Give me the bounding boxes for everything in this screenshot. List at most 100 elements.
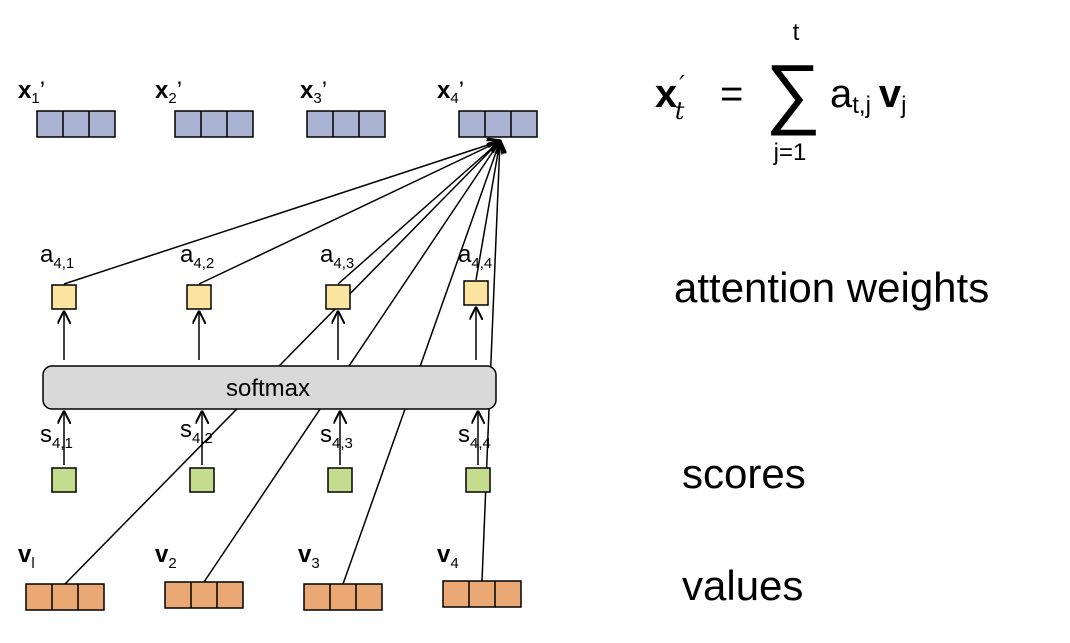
weight-a42-sub: 4,2 bbox=[193, 255, 214, 272]
formula-upper-limit: t bbox=[793, 19, 800, 46]
weight-a44: a4,4 bbox=[458, 241, 492, 360]
weight-a42-to-x4-line bbox=[198, 141, 500, 285]
score-s44-box bbox=[465, 467, 491, 493]
svg-text:x2’: x2’ bbox=[155, 77, 182, 107]
value-v2: v2 bbox=[155, 541, 244, 609]
connection-lines bbox=[63, 141, 500, 585]
score-s43-name: s bbox=[320, 421, 332, 448]
value-v4-to-x4-line bbox=[481, 141, 500, 582]
value-v4: v4 bbox=[437, 541, 522, 608]
value-v3-to-x4-line bbox=[342, 141, 500, 585]
score-s44: s4,4 bbox=[458, 412, 491, 493]
attention-weights-label: attention weights bbox=[674, 264, 989, 311]
formula-lhs-prime: ′ bbox=[679, 71, 685, 99]
output-x3: x3’ bbox=[300, 77, 386, 138]
output-x4-prime: ’ bbox=[459, 77, 464, 104]
score-s41-sub: 4,1 bbox=[52, 435, 73, 452]
value-v3-name: v bbox=[298, 541, 312, 568]
weight-a43-sub: 4,3 bbox=[333, 255, 354, 272]
svg-text:x4’: x4’ bbox=[437, 77, 464, 107]
score-nodes: s4,1 s4,2 s4,3 s4,4 bbox=[40, 412, 491, 493]
weight-a42-name: a bbox=[180, 241, 194, 268]
output-x2-sub: 2 bbox=[168, 90, 176, 107]
score-s44-sub: 4,4 bbox=[470, 435, 491, 452]
svg-text:s4,2: s4,2 bbox=[180, 416, 213, 447]
value-v3-sub: 3 bbox=[311, 555, 319, 572]
value-v1-name: v bbox=[18, 541, 32, 568]
output-x2-prime: ’ bbox=[177, 77, 182, 104]
output-x4-name: x bbox=[437, 77, 451, 104]
svg-text:a4,3: a4,3 bbox=[320, 241, 354, 272]
weight-a41: a4,1 bbox=[40, 241, 77, 360]
svg-text:x′t: x′t bbox=[655, 71, 685, 125]
weight-a41-sub: 4,1 bbox=[53, 255, 74, 272]
svg-text:s4,4: s4,4 bbox=[458, 421, 491, 452]
svg-text:s4,3: s4,3 bbox=[320, 421, 353, 452]
value-v1: vl bbox=[18, 541, 105, 611]
output-x2-vector bbox=[174, 110, 254, 138]
weight-a44-box bbox=[463, 280, 489, 306]
output-x4: x4’ bbox=[437, 77, 538, 138]
output-x3-sub: 3 bbox=[313, 90, 321, 107]
output-x1-prime: ’ bbox=[40, 77, 45, 104]
score-s41-box bbox=[51, 467, 77, 493]
value-v1-sub: l bbox=[31, 555, 34, 572]
softmax-label: softmax bbox=[226, 375, 310, 402]
value-v2-vector bbox=[164, 581, 244, 609]
scores-label: scores bbox=[682, 450, 806, 497]
svg-text:s4,1: s4,1 bbox=[40, 421, 73, 452]
formula-v: v bbox=[879, 72, 902, 116]
values-label: values bbox=[682, 562, 803, 609]
value-v2-name: v bbox=[155, 541, 169, 568]
svg-text:a4,1: a4,1 bbox=[40, 241, 74, 272]
svg-text:a4,4: a4,4 bbox=[458, 241, 492, 272]
svg-text:v2: v2 bbox=[155, 541, 177, 572]
value-v3-vector bbox=[303, 583, 383, 611]
formula-v-sub: j bbox=[900, 92, 906, 119]
score-s43-box bbox=[327, 467, 353, 493]
value-v1-vector bbox=[25, 583, 105, 611]
value-v3: v3 bbox=[298, 541, 383, 611]
weight-a43-name: a bbox=[320, 241, 334, 268]
score-s41-name: s bbox=[40, 421, 52, 448]
value-v1-to-x4-line bbox=[64, 141, 500, 585]
weight-a41-box bbox=[51, 284, 77, 310]
weight-a44-name: a bbox=[458, 241, 472, 268]
value-v4-name: v bbox=[437, 541, 451, 568]
attention-weight-nodes: a4,1 a4,2 a4,3 a4,4 bbox=[40, 241, 492, 360]
output-x3-vector bbox=[306, 110, 386, 138]
weight-a41-to-x4-line bbox=[63, 141, 500, 285]
formula-sum-symbol: ∑ bbox=[765, 48, 821, 136]
output-x3-name: x bbox=[300, 77, 314, 104]
weight-a43-box bbox=[325, 284, 351, 310]
svg-text:a4,2: a4,2 bbox=[180, 241, 214, 272]
output-x1-sub: 1 bbox=[31, 90, 39, 107]
score-s43-sub: 4,3 bbox=[332, 435, 353, 452]
weight-a42-box bbox=[186, 284, 212, 310]
svg-text:at,jvj: at,jvj bbox=[830, 72, 907, 119]
output-x3-prime: ’ bbox=[322, 77, 327, 104]
value-v4-sub: 4 bbox=[450, 555, 458, 572]
output-x1-name: x bbox=[18, 77, 32, 104]
value-v2-sub: 2 bbox=[168, 555, 176, 572]
svg-text:vl: vl bbox=[18, 541, 35, 572]
weight-a43-to-x4-line bbox=[337, 141, 500, 285]
score-s42: s4,2 bbox=[180, 412, 215, 493]
value-v2-to-x4-line bbox=[203, 141, 500, 583]
score-s41: s4,1 bbox=[40, 412, 77, 493]
svg-text:v3: v3 bbox=[298, 541, 320, 572]
score-s44-name: s bbox=[458, 421, 470, 448]
svg-text:v4: v4 bbox=[437, 541, 459, 572]
output-x1: x1’ bbox=[18, 77, 116, 138]
weight-a41-name: a bbox=[40, 241, 54, 268]
score-s43: s4,3 bbox=[320, 412, 353, 493]
weight-a44-to-x4-line bbox=[475, 141, 500, 281]
formula-lower-limit: j=1 bbox=[773, 139, 807, 166]
output-x4-sub: 4 bbox=[450, 90, 458, 107]
output-x4-vector bbox=[458, 110, 538, 138]
svg-text:x1’: x1’ bbox=[18, 77, 45, 107]
output-vectors: x1’ x2’ x3’ x4’ bbox=[18, 77, 538, 138]
output-x2-name: x bbox=[155, 77, 169, 104]
